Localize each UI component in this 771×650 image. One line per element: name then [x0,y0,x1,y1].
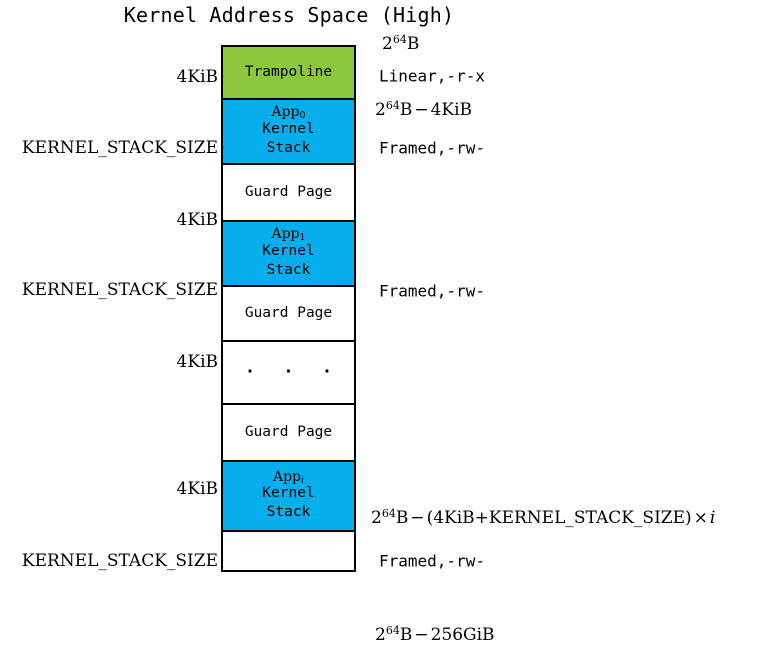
block-label-guard-page-1: Guard Page [244,304,333,321]
size-label-guard-page-1: 4KiB [176,352,218,372]
size-label-app1-kernel-stack: KERNEL_STACK_SIZE [21,280,218,300]
appi-label-line1: Kernel [262,485,315,502]
block-appi-kernel-stack: Appi Kernel Stack [223,462,354,532]
size-label-appi-kernel-stack: KERNEL_STACK_SIZE [21,551,218,571]
app0-label-line2: Stack [266,139,311,156]
page-title: Kernel Address Space (High) [123,3,455,27]
size-label-guard-page-i: 4KiB [176,479,218,499]
app0-tag: App0 [271,104,306,122]
block-app0-kernel-stack: App0 Kernel Stack [223,100,354,165]
appi-tag: Appi [272,468,305,486]
address-top: 264B [382,33,420,54]
block-app1-kernel-stack: App1 Kernel Stack [223,222,354,287]
address-minus-4kib: 264B−4KiB [375,99,473,120]
block-trampoline: Trampoline [223,47,354,100]
ellipsis-dots: · · · [244,362,342,383]
block-bottom-empty [223,532,354,570]
size-label-app0-kernel-stack: KERNEL_STACK_SIZE [21,138,218,158]
app1-label-line1: Kernel [262,242,315,259]
block-label-guard-page-i: Guard Page [244,423,333,440]
perm-app1-kernel-stack: Framed,-rw- [379,281,485,301]
address-appi: 264B−(4KiB+KERNEL_STACK_SIZE)×i [371,507,716,528]
size-label-guard-page-0: 4KiB [176,210,218,230]
app1-label-line2: Stack [266,261,311,278]
block-ellipsis: · · · [223,342,354,405]
block-label-guard-page-0: Guard Page [244,183,333,200]
block-guard-page-i: Guard Page [223,405,354,462]
app0-label-line1: Kernel [262,120,315,137]
block-guard-page-1: Guard Page [223,287,354,342]
block-guard-page-0: Guard Page [223,165,354,222]
appi-label-line2: Stack [266,504,311,521]
app1-tag: App1 [271,226,306,244]
block-label-trampoline: Trampoline [244,63,333,80]
perm-appi-kernel-stack: Framed,-rw- [379,551,485,571]
perm-app0-kernel-stack: Framed,-rw- [379,138,485,158]
perm-trampoline: Linear,-r-x [379,66,485,86]
address-bottom: 264B−256GiB [375,624,495,645]
size-label-trampoline: 4KiB [176,67,218,87]
memory-layout-column: Trampoline App0 Kernel Stack Guard Page … [221,45,356,572]
